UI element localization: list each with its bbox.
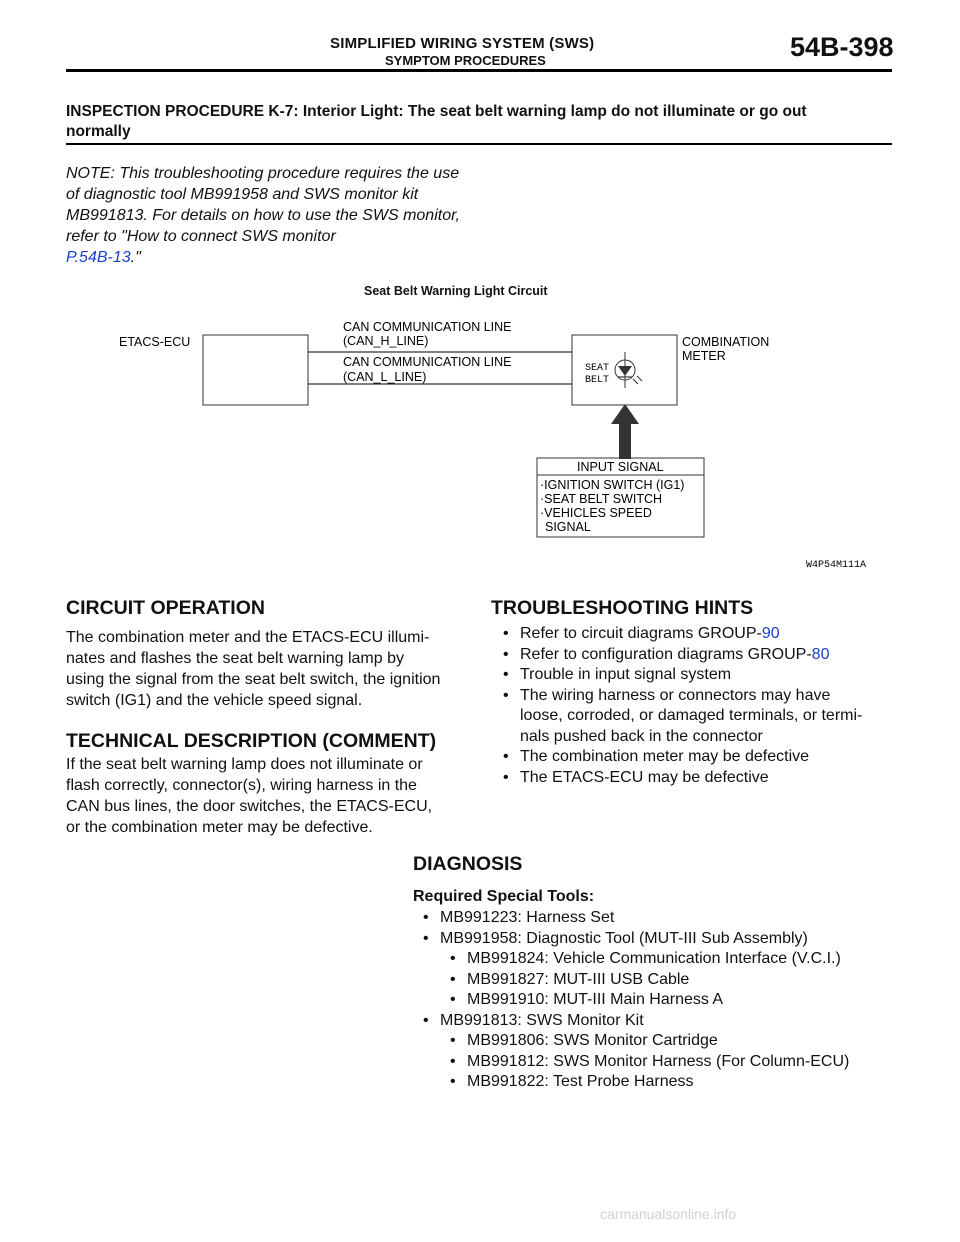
note-paragraph: NOTE: This troubleshooting procedure req… <box>66 163 466 268</box>
diagnosis-heading: DIAGNOSIS <box>413 853 523 875</box>
circuit-diagram: ETACS-ECU CAN COMMUNICATION LINE (CAN_H_… <box>119 320 866 571</box>
manual-section-title: SIMPLIFIED WIRING SYSTEM (SWS) <box>330 35 595 52</box>
list-item: The wiring harness or connectors may hav… <box>494 686 894 748</box>
note-page-link[interactable]: P.54B-13 <box>66 249 131 266</box>
list-item: MB991827: MUT-III USB Cable <box>441 970 914 991</box>
can-h-label-1: CAN COMMUNICATION LINE <box>343 320 512 334</box>
list-item: MB991822: Test Probe Harness <box>441 1072 914 1093</box>
list-item: MB991910: MUT-III Main Harness A <box>441 990 914 1011</box>
paragraph-line: nates and flashes the seat belt warning … <box>66 650 404 667</box>
inspection-title-line2: normally <box>66 123 131 140</box>
paragraph-line: or the combination meter may be defectiv… <box>66 819 373 836</box>
lamp-label-2: BELT <box>585 375 609 386</box>
header-rule <box>66 69 892 72</box>
list-item: Refer to circuit diagrams GROUP-90 <box>494 624 894 645</box>
input-arrow-icon <box>611 404 639 459</box>
inspection-title: INSPECTION PROCEDURE K-7: Interior Light… <box>66 102 892 142</box>
input-signal-item: SIGNAL <box>545 520 591 534</box>
inspection-title-line1: INSPECTION PROCEDURE K-7: Interior Light… <box>66 103 807 120</box>
watermark-footer: carmanualsonline.info <box>600 1206 737 1222</box>
technical-description-heading: TECHNICAL DESCRIPTION (COMMENT) <box>66 730 437 752</box>
figure-title: Seat Belt Warning Light Circuit <box>364 284 548 298</box>
input-signal-item: ·IGNITION SWITCH (IG1) <box>540 478 684 492</box>
seat-belt-lamp-icon: SEAT BELT <box>585 352 643 388</box>
note-text: NOTE: This troubleshooting procedure req… <box>66 165 460 245</box>
lamp-label-1: SEAT <box>585 363 609 374</box>
paragraph-line: If the seat belt warning lamp does not i… <box>66 756 423 773</box>
technical-description-text: If the seat belt warning lamp does not i… <box>66 754 476 838</box>
group-90-link[interactable]: 90 <box>761 625 780 642</box>
circuit-operation-text: The combination meter and the ETACS-ECU … <box>66 627 476 711</box>
hint-text: Refer to circuit diagrams GROUP- <box>520 625 762 642</box>
can-l-label-1: CAN COMMUNICATION LINE <box>343 355 512 369</box>
list-item: MB991824: Vehicle Communication Interfac… <box>441 949 914 970</box>
can-h-label-2: (CAN_H_LINE) <box>343 334 428 348</box>
etacs-label: ETACS-ECU <box>119 335 190 349</box>
troubleshooting-hints-list: Refer to circuit diagrams GROUP-90 Refer… <box>494 624 894 788</box>
list-item: MB991813: SWS Monitor Kit <box>414 1011 914 1032</box>
input-signal-item: ·VEHICLES SPEED <box>540 506 652 520</box>
hint-line: loose, corroded, or damaged terminals, o… <box>520 707 863 724</box>
hint-line: nals pushed back in the connector <box>520 727 763 745</box>
list-item: The combination meter may be defective <box>494 747 894 768</box>
meter-label-1: COMBINATION <box>682 335 769 349</box>
figure-code: W4P54M111A <box>806 560 866 571</box>
hint-text: Refer to configuration diagrams GROUP- <box>520 645 812 663</box>
troubleshooting-hints-heading: TROUBLESHOOTING HINTS <box>491 597 754 619</box>
paragraph-line: switch (IG1) and the vehicle speed signa… <box>66 692 363 709</box>
paragraph-line: flash correctly, connector(s), wiring ha… <box>66 777 417 794</box>
list-item: Refer to configuration diagrams GROUP-80 <box>494 645 894 666</box>
list-item: The ETACS-ECU may be defective <box>494 768 894 789</box>
paragraph-line: CAN bus lines, the door switches, the ET… <box>66 798 433 815</box>
input-signal-header: INPUT SIGNAL <box>577 460 664 474</box>
hint-line: The wiring harness or connectors may hav… <box>520 686 831 704</box>
paragraph-line: The combination meter and the ETACS-ECU … <box>66 629 430 646</box>
paragraph-line: using the signal from the seat belt swit… <box>66 671 441 688</box>
inspection-rule <box>66 143 892 145</box>
circuit-operation-heading: CIRCUIT OPERATION <box>66 597 265 619</box>
can-l-label-2: (CAN_L_LINE) <box>343 370 426 384</box>
list-item: MB991806: SWS Monitor Cartridge <box>441 1031 914 1052</box>
page-number: 54B-398 <box>790 32 894 62</box>
input-signal-box <box>536 457 705 538</box>
required-tools-list: MB991223: Harness Set MB991958: Diagnost… <box>414 908 914 1093</box>
note-tail: ." <box>130 249 141 266</box>
list-item: MB991812: SWS Monitor Harness (For Colum… <box>441 1052 914 1073</box>
group-80-link[interactable]: 80 <box>811 645 830 663</box>
manual-subsection-title: SYMPTOM PROCEDURES <box>385 53 546 68</box>
meter-label-2: METER <box>682 349 726 363</box>
list-item: MB991958: Diagnostic Tool (MUT-III Sub A… <box>414 929 914 950</box>
list-item: MB991223: Harness Set <box>414 908 914 929</box>
input-signal-item: ·SEAT BELT SWITCH <box>540 492 662 506</box>
required-tools-heading: Required Special Tools: <box>413 888 595 905</box>
list-item: Trouble in input signal system <box>494 665 894 686</box>
etacs-ecu-box <box>202 334 309 406</box>
